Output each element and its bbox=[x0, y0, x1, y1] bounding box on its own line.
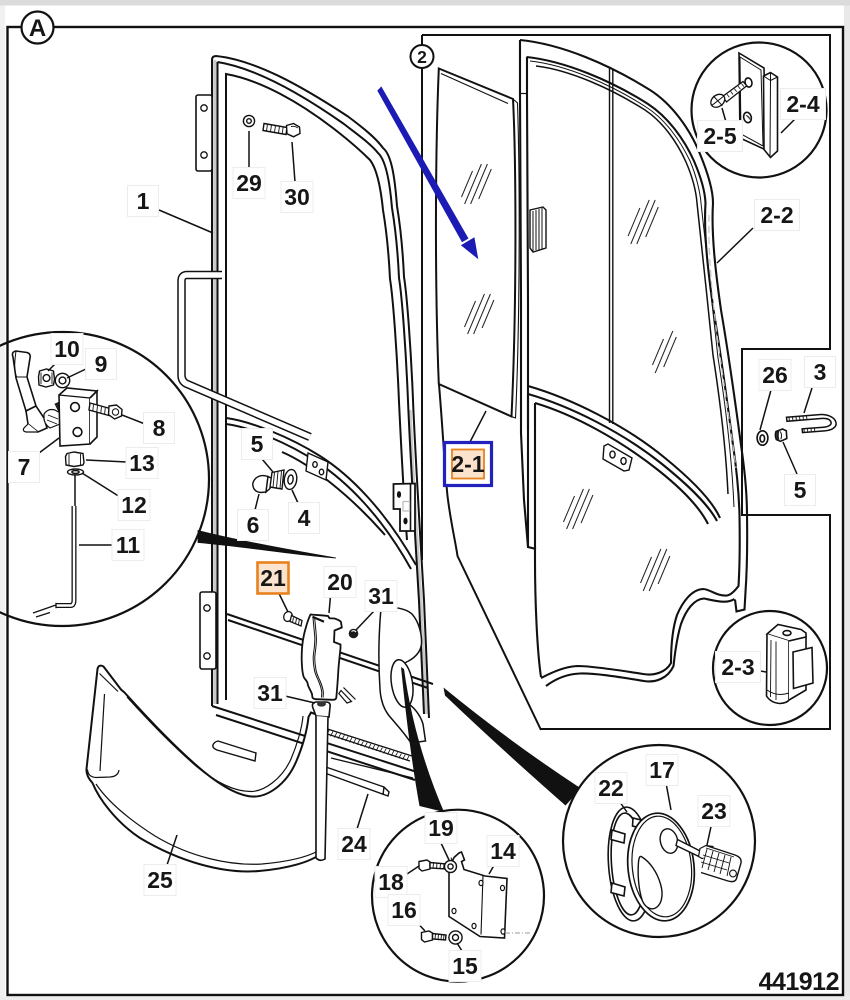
svg-text:10: 10 bbox=[54, 336, 80, 362]
svg-text:20: 20 bbox=[327, 569, 353, 595]
svg-text:23: 23 bbox=[701, 798, 727, 824]
svg-text:22: 22 bbox=[598, 775, 624, 801]
svg-text:2-1: 2-1 bbox=[451, 451, 484, 477]
svg-text:2-2: 2-2 bbox=[760, 202, 793, 228]
svg-text:2-5: 2-5 bbox=[703, 123, 736, 149]
svg-text:25: 25 bbox=[147, 867, 173, 893]
svg-text:26: 26 bbox=[762, 362, 788, 388]
svg-text:17: 17 bbox=[649, 757, 675, 783]
svg-text:5: 5 bbox=[251, 431, 264, 457]
svg-text:16: 16 bbox=[391, 897, 417, 923]
svg-text:24: 24 bbox=[341, 831, 367, 857]
svg-text:21: 21 bbox=[260, 565, 286, 591]
svg-text:1: 1 bbox=[137, 188, 150, 214]
svg-text:2-3: 2-3 bbox=[721, 654, 754, 680]
svg-text:12: 12 bbox=[121, 492, 147, 518]
svg-text:6: 6 bbox=[247, 512, 260, 538]
svg-text:13: 13 bbox=[129, 450, 155, 476]
svg-text:19: 19 bbox=[428, 815, 454, 841]
svg-text:11: 11 bbox=[116, 532, 141, 558]
svg-text:A: A bbox=[29, 15, 46, 42]
svg-text:4: 4 bbox=[298, 505, 311, 531]
svg-text:31: 31 bbox=[257, 680, 283, 706]
svg-text:15: 15 bbox=[452, 953, 478, 979]
svg-text:3: 3 bbox=[814, 359, 827, 385]
svg-text:2: 2 bbox=[417, 47, 427, 67]
svg-text:30: 30 bbox=[284, 184, 310, 210]
svg-text:2-4: 2-4 bbox=[786, 91, 819, 117]
svg-text:8: 8 bbox=[153, 415, 166, 441]
svg-text:18: 18 bbox=[378, 869, 404, 895]
svg-text:14: 14 bbox=[490, 838, 516, 864]
svg-text:7: 7 bbox=[18, 454, 31, 480]
svg-text:5: 5 bbox=[794, 477, 807, 503]
svg-text:441912: 441912 bbox=[759, 968, 839, 996]
svg-text:29: 29 bbox=[236, 170, 262, 196]
svg-text:9: 9 bbox=[95, 351, 108, 377]
svg-text:31: 31 bbox=[368, 583, 394, 609]
